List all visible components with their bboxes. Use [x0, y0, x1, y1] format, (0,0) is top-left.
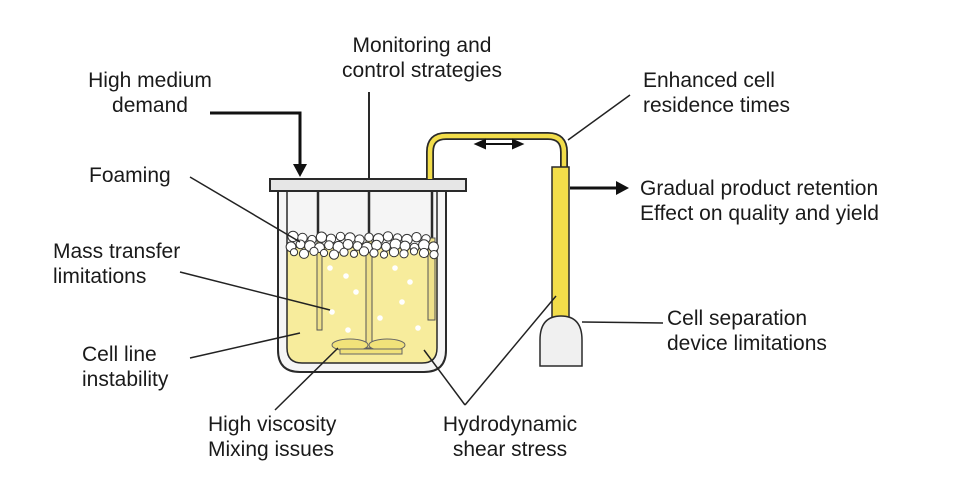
- probe-right: [427, 237, 436, 321]
- label-medium-demand: High medium demand: [88, 69, 212, 117]
- label-viscosity: High viscosity Mixing issues: [208, 413, 337, 461]
- foam-bubble: [388, 247, 400, 258]
- gas-bubble: [377, 315, 383, 321]
- vessel-inner-wall: [286, 192, 438, 247]
- label-retention: Gradual product retention Effect on qual…: [640, 177, 879, 225]
- foam-bubble: [328, 249, 340, 260]
- gas-bubble: [407, 279, 413, 285]
- probes: [316, 190, 436, 349]
- foam-bubble: [379, 250, 389, 259]
- foam-bubble: [382, 231, 394, 242]
- vessel-lid: [269, 178, 467, 192]
- gas-bubble: [353, 289, 359, 295]
- separation-column: [551, 166, 570, 333]
- gas-bubble: [327, 265, 333, 271]
- leader-separation: [581, 321, 664, 324]
- foam-bubble: [319, 248, 329, 258]
- foam-bubble: [418, 247, 430, 259]
- foam-bubble: [381, 241, 391, 252]
- leader-shear: [423, 349, 466, 406]
- recirculation-tube: [427, 133, 567, 179]
- foam-bubble: [364, 232, 374, 242]
- gas-bubble: [415, 325, 421, 331]
- leader-foaming: [189, 176, 301, 243]
- label-residence: Enhanced cell residence times: [643, 69, 791, 117]
- foam-bubble: [358, 246, 370, 257]
- gas-bubble: [329, 309, 335, 315]
- foam-bubble: [298, 248, 310, 259]
- leader-shear-column: [464, 295, 557, 406]
- label-foaming: Foaming: [89, 164, 171, 187]
- gas-bubble: [343, 273, 349, 279]
- recirculation-tube-outline: [426, 132, 568, 179]
- gas-bubbles: [327, 265, 421, 333]
- gas-bubble: [345, 327, 351, 333]
- flow-double-arrow: [473, 138, 525, 150]
- gas-bubble: [392, 265, 398, 271]
- label-monitoring: Monitoring and control strategies: [342, 34, 502, 82]
- leader-cell-line: [189, 332, 301, 359]
- foam-bubble: [409, 247, 419, 256]
- label-cell-line: Cell line instability: [82, 343, 169, 391]
- foam-bubble: [339, 247, 349, 257]
- leader-residence: [567, 94, 631, 141]
- leader-viscosity: [274, 347, 339, 411]
- cell-separation-device: [539, 315, 583, 367]
- medium-inlet-arrow: [210, 111, 307, 177]
- product-retention-arrow: [570, 181, 629, 195]
- impeller: [331, 338, 406, 355]
- foam-bubble: [289, 248, 299, 257]
- foam-bubble: [369, 248, 379, 258]
- label-mass-transfer: Mass transfer limitations: [53, 240, 181, 288]
- foam-bubble: [399, 249, 409, 259]
- leader-mass-transfer: [179, 271, 331, 311]
- label-separation: Cell separation device limitations: [667, 307, 827, 355]
- leader-lines: [179, 94, 664, 411]
- foam-bubble: [335, 231, 346, 242]
- foam-bubble: [315, 231, 328, 243]
- gas-bubble: [399, 299, 405, 305]
- foam-layer: [285, 230, 439, 260]
- foam-bubble: [349, 249, 359, 258]
- foam-bubble: [429, 250, 439, 260]
- label-shear: Hydrodynamic shear stress: [442, 413, 578, 461]
- culture-medium: [286, 246, 438, 364]
- foam-bubble: [324, 240, 334, 251]
- foam-bubble: [309, 246, 319, 256]
- foam-bubble: [411, 232, 422, 243]
